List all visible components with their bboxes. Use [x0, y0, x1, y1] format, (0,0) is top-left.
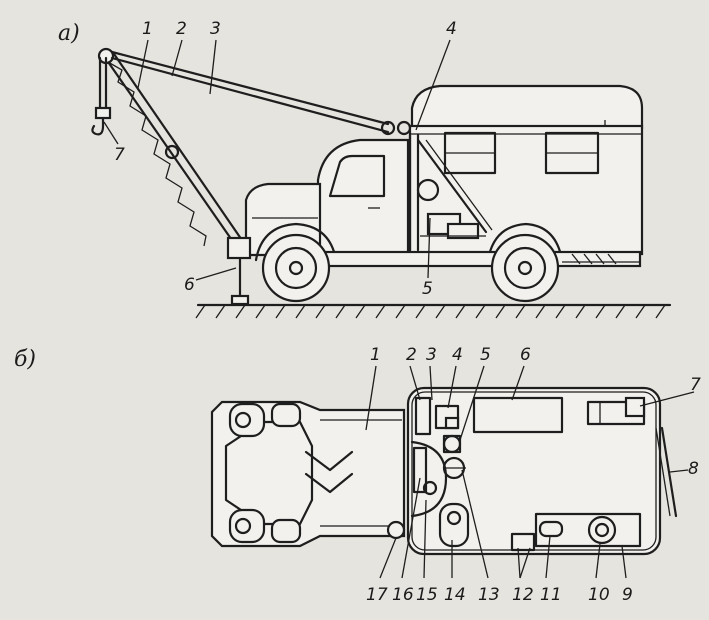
panel-b-label: б): [14, 347, 36, 372]
top-label-2: 2: [406, 345, 417, 365]
chassis-frame: [298, 250, 642, 268]
partition-15: [410, 440, 448, 518]
side-label-4: 4: [446, 19, 457, 39]
top-label-11: 11: [540, 585, 562, 605]
unit-16: [412, 446, 428, 494]
crane-boom: [102, 52, 252, 260]
top-label-5: 5: [480, 345, 491, 365]
unit-14: [438, 502, 470, 548]
van-roof: [410, 84, 644, 130]
side-label-6: 6: [184, 275, 195, 295]
van-plan-outline: [406, 386, 662, 556]
winch: [416, 178, 486, 240]
workbench: [472, 396, 564, 434]
top-view-leaders: [365, 365, 695, 579]
side-label-1: 1: [142, 19, 153, 39]
top-label-9: 9: [622, 585, 633, 605]
top-pulley: [386, 520, 406, 540]
top-label-15: 15: [416, 585, 438, 605]
top-label-3: 3: [426, 345, 437, 365]
cabinet-2: [414, 396, 432, 436]
top-cab: [210, 400, 406, 548]
truck-cab: [316, 138, 410, 257]
cabinet-9: [534, 512, 642, 548]
unit-11: [538, 520, 564, 538]
top-label-7: 7: [690, 375, 701, 395]
top-label-13: 13: [478, 585, 500, 605]
side-view-leaders: [103, 39, 451, 281]
side-label-2: 2: [176, 19, 187, 39]
rear-fender: [486, 222, 564, 262]
unit-10: [587, 515, 617, 545]
top-label-17: 17: [366, 585, 388, 605]
pulley-2: [396, 120, 412, 136]
side-label-7: 7: [114, 145, 125, 165]
pulley-1: [380, 120, 396, 136]
top-view: б): [14, 345, 701, 605]
side-label-5: 5: [422, 279, 433, 299]
side-view: а): [58, 19, 672, 319]
top-label-1: 1: [370, 345, 381, 365]
top-label-10: 10: [588, 585, 610, 605]
side-label-3: 3: [210, 19, 221, 39]
ground-hatching: [195, 304, 666, 319]
top-label-16: 16: [392, 585, 414, 605]
cab-window: [328, 154, 386, 198]
top-label-12: 12: [512, 585, 534, 605]
rear-wheel: [490, 233, 560, 303]
chassis-hatch: [571, 253, 617, 265]
hoist-cable: [110, 50, 390, 126]
mast-strut: [416, 138, 488, 234]
boxes-12: [510, 532, 536, 552]
top-label-14: 14: [444, 585, 466, 605]
top-label-6: 6: [520, 345, 531, 365]
panel-a-label: а): [58, 21, 80, 46]
front-fender: [254, 222, 338, 262]
top-label-4: 4: [452, 345, 463, 365]
top-label-8: 8: [688, 459, 699, 479]
front-wheel: [261, 233, 331, 303]
door-8: [660, 426, 678, 518]
crane-hook: [91, 116, 105, 136]
luffing-cable: [110, 56, 390, 134]
